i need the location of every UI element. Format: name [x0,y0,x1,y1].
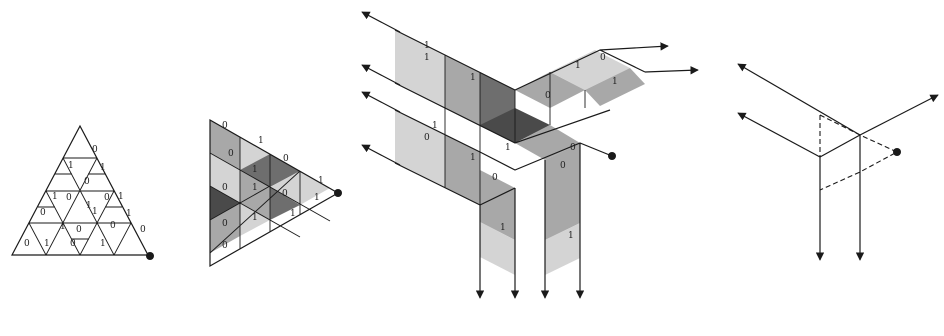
cell-label: 0 [492,173,498,183]
cell-label: 1 [126,209,132,219]
cell-label: 0 [222,241,228,251]
panel-d-schematic [738,64,938,260]
panel-c-cell [395,30,445,108]
panel-b-vertex-dot [334,189,342,197]
cell-label: 1 [52,192,58,202]
cell-label: 0 [40,208,46,218]
panel-a-diag [114,223,131,255]
cell-label: 0 [66,193,72,203]
panel-c-arrow-right [600,46,668,50]
cell-label: 1 [470,73,476,83]
cell-label: 0 [222,219,228,229]
cell-label: 1 [612,77,618,87]
cell-label: 1 [318,176,324,186]
cell-label: 1 [100,239,106,249]
cell-label: 0 [110,221,116,231]
panel-c-cell [445,135,480,205]
cell-label: 0 [424,133,430,143]
cell-label: 1 [252,165,258,175]
cell-label: 1 [118,192,124,202]
cell-label: 0 [545,91,551,101]
panel-d-vertex-dot [893,148,901,156]
cell-label: 1 [60,222,66,232]
cell-label: 0 [570,143,576,153]
cell-label: 1 [86,201,92,211]
panel-d-arrow [860,95,938,135]
cell-label: 1 [500,223,506,233]
panel-c-arrow-right [645,70,698,72]
cell-label: 0 [600,53,606,63]
panel-d-arrow [738,64,860,135]
cell-label: 1 [424,53,430,63]
cell-label: 1 [568,231,574,241]
panel-d-edge [820,135,860,157]
cell-label: 1 [44,239,50,249]
cell-label: 1 [470,153,476,163]
cell-label: 1 [252,183,258,193]
cell-label: 1 [100,163,106,173]
cell-label: 1 [575,61,581,71]
cell-label: 1 [68,161,74,171]
cell-label: 1 [314,193,320,203]
cell-label: 0 [76,225,82,235]
cell-label: 1 [290,209,296,219]
panel-d-dashed [820,115,897,190]
cell-label: 0 [282,189,288,199]
panel-c-arrow-left [362,65,400,85]
cell-label: 0 [84,177,90,187]
cell-label: 1 [424,41,430,51]
cell-label: 1 [432,121,438,131]
cell-label: 0 [222,121,228,131]
cell-label: 1 [258,136,264,146]
panel-a-vertex-dot [146,252,154,260]
panel-c-cell [445,55,480,125]
cell-label: 1 [252,213,258,223]
cell-label: 1 [505,143,511,153]
cell-label: 0 [24,239,30,249]
cell-label: 0 [140,225,146,235]
panel-c-vertex-dot [608,152,616,160]
cell-label: 0 [283,154,289,164]
panel-c-cell [545,143,580,240]
panel-c-arrow-left [362,12,400,32]
cell-label: 1 [92,207,98,217]
cell-label: 0 [92,145,98,155]
panel-d-arrow [738,113,820,157]
cell-label: 0 [228,149,234,159]
panel-c-arrow-left [362,145,400,165]
cell-label: 0 [104,193,110,203]
cell-label: 0 [222,183,228,193]
panel-c-arrow-left [362,92,400,112]
cell-label: 0 [70,239,76,249]
cell-label: 0 [560,161,566,171]
